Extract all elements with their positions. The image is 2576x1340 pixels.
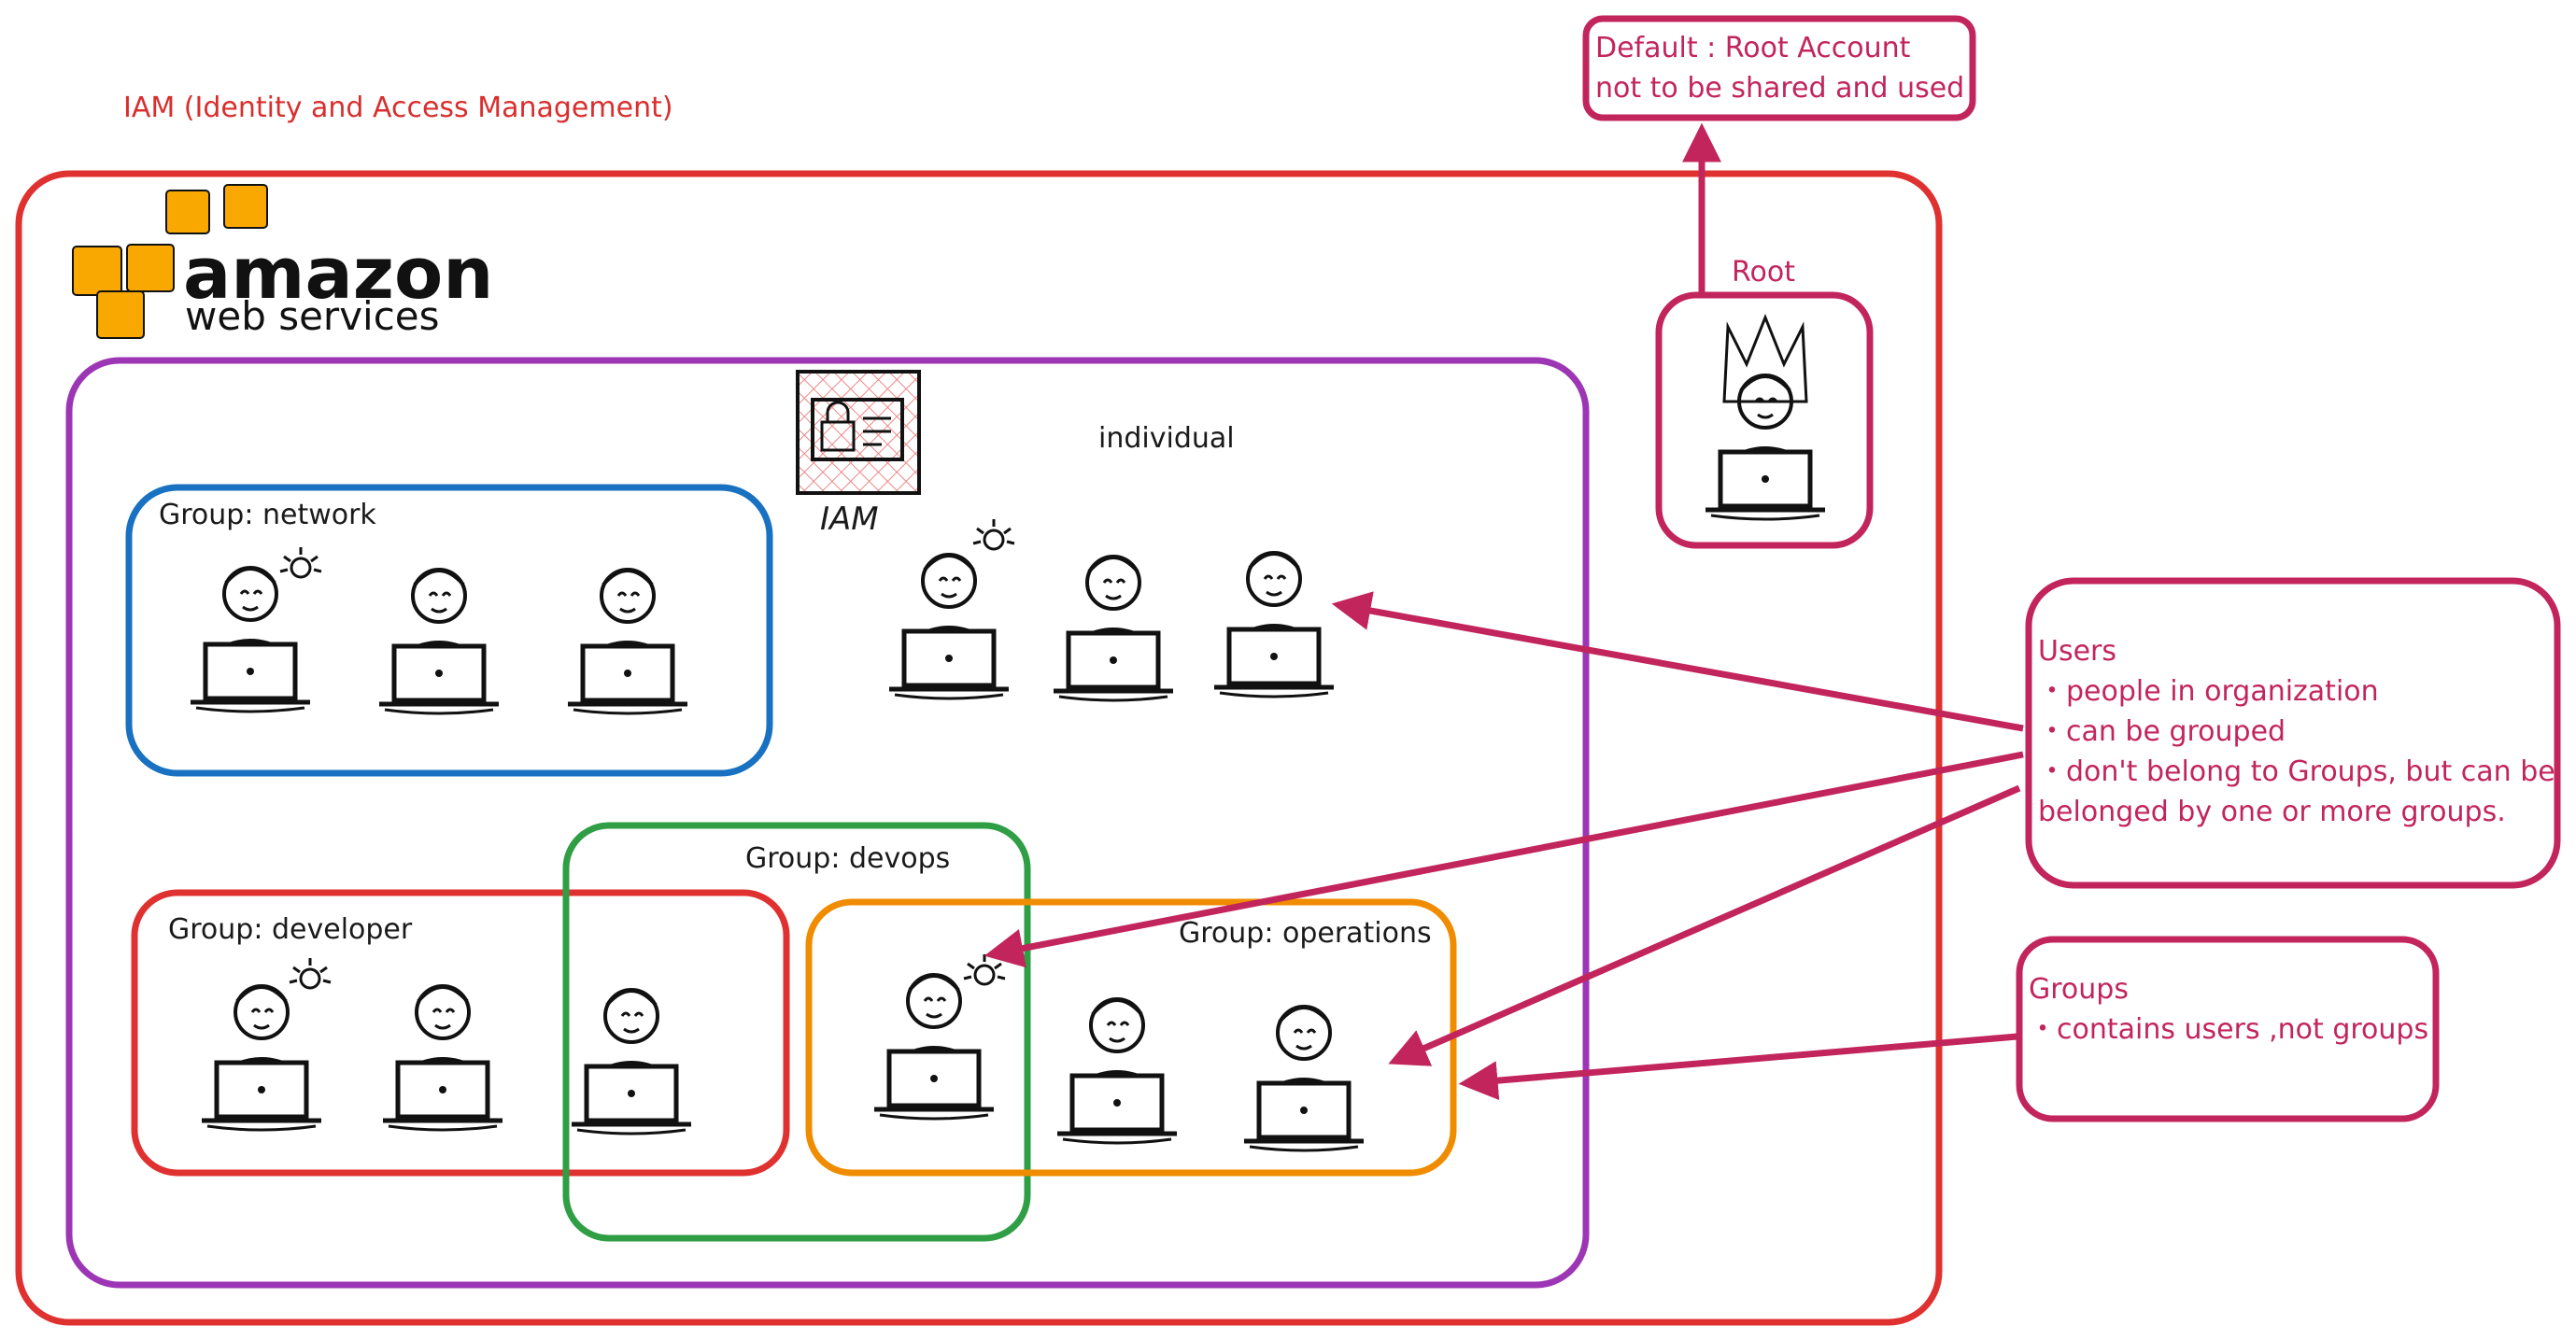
users-note-title: Users	[2038, 635, 2117, 668]
users-note-line: belonged by one or more groups.	[2038, 796, 2506, 828]
user-icon	[889, 555, 1009, 698]
groups-note: Groups ・contains users ,not groups	[2029, 969, 2428, 1050]
groups-note-title: Groups	[2029, 973, 2129, 1006]
diagram-title: IAM (Identity and Access Management)	[123, 92, 673, 124]
users-note-line: ・don't belong to Groups, but can be	[2038, 755, 2555, 788]
aws-account-box	[15, 170, 1943, 1326]
user-icon	[383, 986, 502, 1130]
root-note-box	[1582, 15, 1976, 121]
users-note-line: ・can be grouped	[2038, 715, 2286, 748]
root-note-line: not to be shared and used	[1595, 72, 1965, 105]
root-note: Default : Root Account not to be shared …	[1595, 28, 1964, 108]
spark-icon	[278, 545, 323, 579]
group-devops-label: Group: devops	[745, 842, 951, 875]
user-icon	[874, 975, 994, 1119]
users-to-devops-user-arrow	[984, 751, 2024, 968]
user-icon	[1214, 553, 1334, 697]
user-icon	[1057, 999, 1177, 1143]
group-developer-box	[131, 889, 790, 1177]
group-operations-label: Group: operations	[1179, 917, 1432, 950]
individual-label: individual	[1098, 422, 1235, 455]
user-icon	[568, 570, 687, 713]
spark-icon	[962, 952, 1007, 986]
group-network-label: Group: network	[159, 499, 376, 531]
aws-logo-word-services: web services	[185, 293, 440, 339]
groups-note-line: ・contains users ,not groups	[2029, 1013, 2429, 1046]
user-icon	[191, 568, 310, 712]
users-note: Users ・people in organization ・can be gr…	[2038, 631, 2555, 832]
user-icon	[1244, 1007, 1364, 1150]
root-note-line: Default : Root Account	[1595, 32, 1911, 64]
root-box	[1655, 291, 1874, 549]
aws-logo-icon	[72, 184, 268, 339]
iam-scope-box	[65, 357, 1590, 1289]
user-icon	[572, 990, 691, 1134]
user-icon	[379, 570, 499, 713]
users-note-box	[2025, 577, 2561, 889]
spark-icon	[288, 956, 333, 990]
group-devops-box	[562, 822, 1031, 1242]
groups-note-box	[2016, 936, 2440, 1122]
aws-logo-word-amazon: amazon	[183, 232, 494, 315]
users-to-individual-arrow	[1331, 591, 2024, 732]
user-icon	[1054, 557, 1173, 700]
iam-badge-label: IAM	[820, 501, 879, 538]
group-network-box	[125, 484, 773, 777]
user-icon	[202, 986, 321, 1130]
iam-badge-icon	[796, 370, 921, 495]
group-developer-label: Group: developer	[168, 913, 413, 946]
users-note-line: ・people in organization	[2038, 675, 2379, 708]
groups-to-operations-arrow	[1458, 1033, 2018, 1101]
root-user-icon	[1706, 313, 1825, 519]
users-to-operations-user-arrow	[1388, 784, 2021, 1066]
root-label: Root	[1732, 256, 1795, 289]
spark-icon	[971, 517, 1016, 551]
